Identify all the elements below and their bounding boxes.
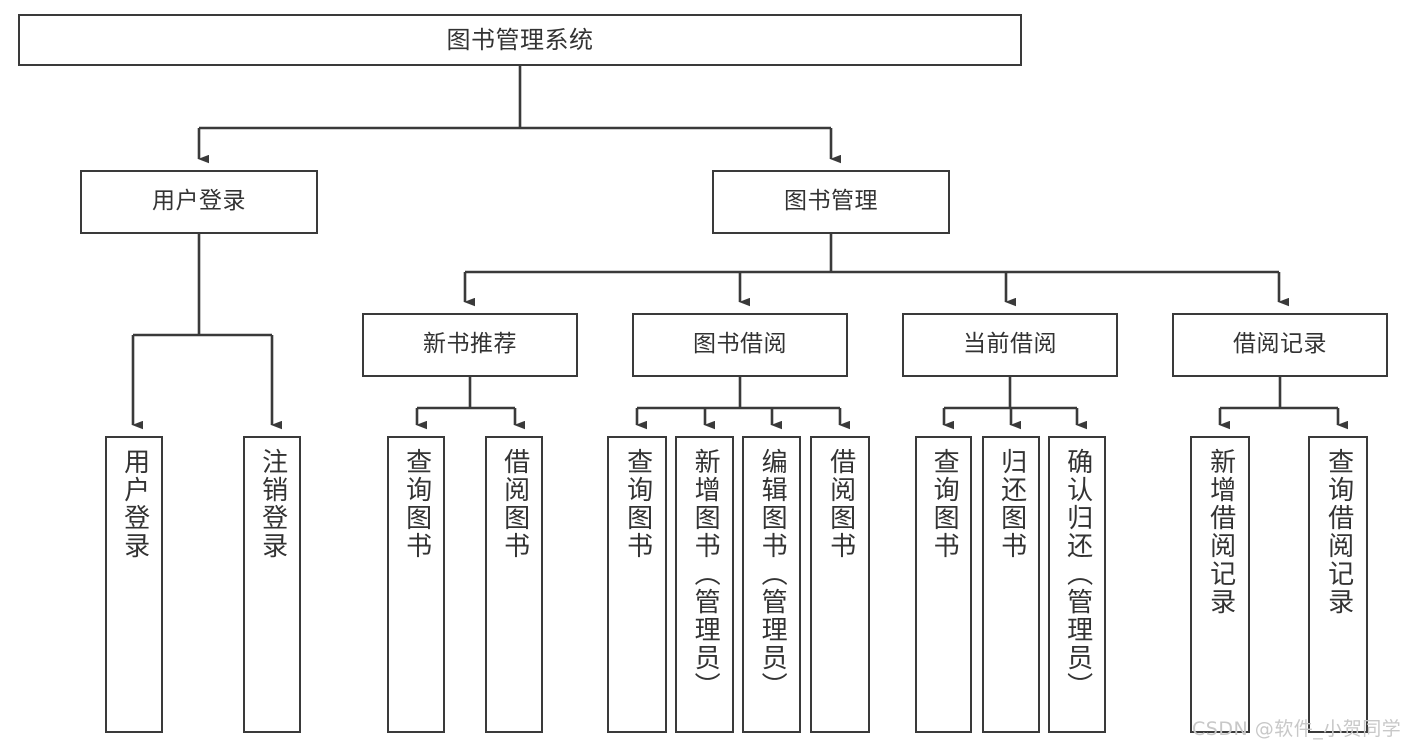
- node-book-manage-label: 图书管理: [784, 188, 878, 215]
- node-leaf-user-login-label: 用户登录: [119, 448, 150, 560]
- node-leaf-query-record-label: 查询借阅记录: [1323, 448, 1354, 616]
- node-leaf-borrow-book-1-label: 借阅图书: [499, 448, 530, 560]
- node-leaf-edit-book[interactable]: 编辑图书（管理员）: [742, 436, 801, 733]
- node-leaf-add-record-label: 新增借阅记录: [1205, 448, 1236, 616]
- node-book-manage[interactable]: 图书管理: [712, 170, 950, 234]
- node-leaf-add-record[interactable]: 新增借阅记录: [1190, 436, 1250, 733]
- node-leaf-return-book[interactable]: 归还图书: [982, 436, 1040, 733]
- node-book-borrow-label: 图书借阅: [693, 331, 787, 358]
- node-leaf-query-book-3-label: 查询图书: [929, 448, 960, 560]
- node-leaf-add-book-label: 新增图书（管理员）: [690, 448, 721, 700]
- node-leaf-query-book-2[interactable]: 查询图书: [607, 436, 667, 733]
- node-leaf-borrow-book-1[interactable]: 借阅图书: [485, 436, 543, 733]
- node-current-borrow[interactable]: 当前借阅: [902, 313, 1118, 377]
- node-new-book-rec[interactable]: 新书推荐: [362, 313, 578, 377]
- node-leaf-edit-book-label: 编辑图书（管理员）: [757, 448, 788, 700]
- node-new-book-rec-label: 新书推荐: [423, 331, 517, 358]
- node-leaf-confirm-return[interactable]: 确认归还（管理员）: [1048, 436, 1106, 733]
- node-leaf-query-book-1-label: 查询图书: [401, 448, 432, 560]
- node-leaf-query-book-1[interactable]: 查询图书: [387, 436, 445, 733]
- node-user-login[interactable]: 用户登录: [80, 170, 318, 234]
- node-leaf-add-book[interactable]: 新增图书（管理员）: [675, 436, 734, 733]
- node-current-borrow-label: 当前借阅: [963, 331, 1057, 358]
- node-leaf-user-login[interactable]: 用户登录: [105, 436, 163, 733]
- node-user-login-label: 用户登录: [152, 188, 246, 215]
- node-leaf-query-book-2-label: 查询图书: [622, 448, 653, 560]
- node-leaf-user-logout-label: 注销登录: [257, 448, 288, 560]
- node-root-system-label: 图书管理系统: [446, 25, 594, 54]
- node-leaf-confirm-return-label: 确认归还（管理员）: [1062, 448, 1093, 700]
- node-leaf-return-book-label: 归还图书: [996, 448, 1027, 560]
- node-borrow-record-label: 借阅记录: [1233, 331, 1327, 358]
- node-book-borrow[interactable]: 图书借阅: [632, 313, 848, 377]
- node-leaf-query-book-3[interactable]: 查询图书: [915, 436, 972, 733]
- node-root-system[interactable]: 图书管理系统: [18, 14, 1022, 66]
- node-leaf-user-logout[interactable]: 注销登录: [243, 436, 301, 733]
- node-leaf-query-record[interactable]: 查询借阅记录: [1308, 436, 1368, 733]
- connector-lines: [131, 66, 1348, 430]
- node-leaf-borrow-book-2[interactable]: 借阅图书: [810, 436, 870, 733]
- node-borrow-record[interactable]: 借阅记录: [1172, 313, 1388, 377]
- node-leaf-borrow-book-2-label: 借阅图书: [825, 448, 856, 560]
